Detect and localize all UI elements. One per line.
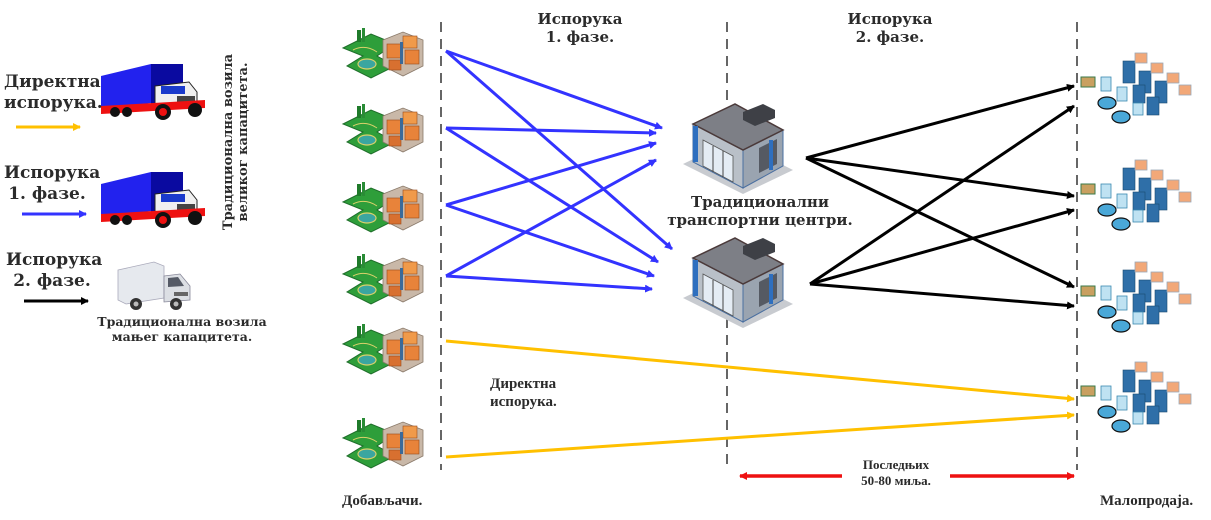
large-truck-icon — [100, 63, 206, 121]
direct-delivery-arrow — [445, 339, 1075, 403]
phase1-arrow — [445, 203, 655, 278]
phase1-arrow — [445, 49, 663, 130]
transport-hub-icon — [682, 237, 794, 329]
legend-small-vehicles-label: Традиционална возила мањег капацитета. — [97, 314, 267, 345]
phase1-arrow — [445, 274, 653, 293]
phase2-title: Испорука 2. фазе. — [847, 10, 933, 47]
retail-store-icon — [1080, 52, 1192, 124]
legend-direct-label: Директна испорука. — [4, 72, 103, 113]
phase2-arrow — [805, 83, 1075, 160]
phase1-arrow — [445, 126, 659, 264]
direct-delivery-arrow — [445, 411, 1075, 459]
phase2-arrow — [805, 156, 1075, 199]
supplier-icon — [342, 181, 424, 233]
legend-phase1-label: Испорука 1. фазе. — [4, 163, 101, 204]
phase1-arrow — [445, 141, 657, 207]
retail-store-icon — [1080, 261, 1192, 333]
retail-label: Малопродаја. — [1100, 493, 1194, 509]
direct-delivery-label: Директна испорука. — [490, 376, 557, 411]
legend-phase2-label: Испорука 2. фазе. — [6, 250, 103, 291]
hubs-label: Традиционални транспортни центри. — [667, 193, 853, 230]
phase2-arrow — [809, 282, 1075, 310]
supplier-icon — [342, 27, 424, 79]
transport-hub-icon — [682, 103, 794, 195]
last-mile-label: Последњих 50-80 миља. — [842, 457, 950, 489]
phase2-arrow — [809, 208, 1075, 286]
phase1-arrow — [445, 49, 673, 251]
supplier-icon — [342, 253, 424, 305]
small-van-icon — [117, 261, 191, 311]
supplier-icon — [342, 417, 424, 469]
phase1-arrow — [445, 126, 657, 137]
large-truck-icon — [100, 171, 206, 229]
legend-large-vehicles-label: Традиционална возила великог капацитета. — [221, 53, 251, 231]
phase2-arrow — [805, 156, 1075, 289]
suppliers-label: Добављачи. — [342, 493, 423, 509]
supplier-icon — [342, 103, 424, 155]
phase2-arrow — [809, 104, 1075, 286]
supplier-icon — [342, 323, 424, 375]
phase1-arrow — [445, 158, 657, 278]
retail-store-icon — [1080, 159, 1192, 231]
retail-store-icon — [1080, 361, 1192, 433]
phase1-title: Испорука 1. фазе. — [537, 10, 623, 47]
